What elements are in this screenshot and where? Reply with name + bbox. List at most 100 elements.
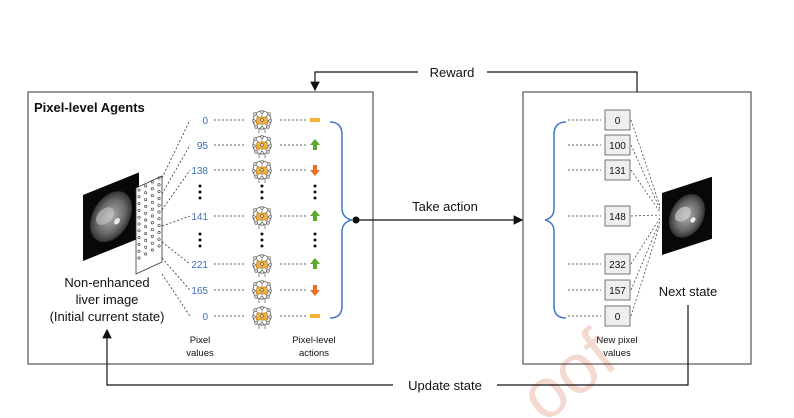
value-image-link [630, 220, 661, 291]
actions-caption-1: Pixel-level [292, 335, 335, 346]
agent-row: 138 [191, 160, 320, 183]
grid-dot [137, 242, 141, 246]
ellipsis-dot [198, 244, 202, 248]
grid-dot [137, 202, 141, 206]
reward-arrow [487, 71, 638, 92]
grid-dot [137, 229, 141, 233]
ellipsis-dot [260, 196, 264, 200]
agent-row: 95 [197, 135, 320, 158]
ellipsis-dot [198, 190, 202, 194]
grid-dot [150, 234, 154, 238]
keep-action-icon [310, 314, 320, 318]
grid-dot [157, 244, 161, 248]
grid-dot [144, 218, 148, 222]
ellipsis-dot [313, 196, 317, 200]
grid-dot [157, 190, 161, 194]
agent-row: 141 [191, 206, 320, 229]
ellipsis-dot [260, 190, 264, 194]
ellipsis-dot [198, 238, 202, 242]
value-image-link [630, 169, 661, 213]
grid-dot [144, 245, 148, 249]
actions-caption-2: actions [299, 348, 329, 359]
grid-dot [157, 224, 161, 228]
new-values-caption-1: New pixel [596, 335, 637, 346]
value-image-link [630, 214, 661, 217]
new-value-row: 232 [568, 217, 661, 275]
liver-image [83, 172, 139, 261]
grid-dot [157, 217, 161, 221]
new-value-box [604, 305, 631, 327]
grid-dot [150, 248, 154, 252]
new-value-box [604, 279, 631, 301]
grid-dot [137, 249, 141, 253]
down-arrow-icon [310, 165, 320, 176]
left-panel-title: Pixel-level Agents [34, 100, 145, 115]
grid-dot [150, 228, 154, 232]
grid-dot [144, 184, 148, 188]
pixel-value: 221 [191, 260, 208, 271]
pixel-grid-frame [135, 175, 163, 275]
up-arrow-icon [310, 139, 320, 150]
grid-dot [137, 188, 141, 192]
ellipsis-dot [198, 184, 202, 188]
ellipsis-dot [260, 244, 264, 248]
update-state-arrow [102, 328, 393, 386]
agent-row: 0 [202, 110, 320, 133]
watermark: oof [505, 314, 630, 418]
agent-row: 165 [191, 280, 320, 303]
neural-network-icon [252, 110, 272, 133]
ellipsis-dot [260, 238, 264, 242]
agent-row: 0 [202, 306, 320, 329]
value-image-link [630, 144, 661, 210]
agent-row: 221 [191, 254, 320, 277]
new-pixel-value: 0 [615, 312, 621, 323]
neural-network-icon [252, 135, 272, 158]
ellipsis-dot [313, 244, 317, 248]
grid-dot [150, 180, 154, 184]
new-value-box [604, 109, 631, 131]
down-arrow-icon [310, 285, 320, 296]
grid-dot [137, 256, 141, 260]
grid-dot [150, 241, 154, 245]
right-brace [544, 121, 567, 319]
grid-dot [144, 252, 148, 256]
reward-label: Reward [430, 65, 475, 80]
right-panel [522, 91, 752, 365]
new-value-row: 157 [568, 220, 661, 301]
neural-network-icon [252, 306, 272, 329]
image-caption-line1: Non-enhanced [64, 275, 149, 290]
grid-dot [137, 222, 141, 226]
ellipsis-dot [313, 232, 317, 236]
projection-line [161, 273, 191, 317]
neural-network-icon [252, 206, 272, 229]
value-image-link [630, 223, 661, 317]
projection-line [161, 119, 191, 179]
reward-arrow-head-line [310, 71, 418, 92]
grid-dot [144, 191, 148, 195]
new-pixel-value: 148 [609, 212, 626, 223]
next-state-image [662, 176, 712, 255]
grid-dot [157, 196, 161, 200]
grid-dot [157, 230, 161, 234]
new-value-row: 100 [568, 134, 661, 210]
ellipsis-dot [313, 238, 317, 242]
ellipsis-dot [313, 184, 317, 188]
new-value-box [604, 205, 631, 227]
take-action-label: Take action [412, 199, 478, 214]
grid-dot [144, 238, 148, 242]
new-pixel-value: 131 [609, 166, 626, 177]
new-value-row: 0 [568, 109, 661, 207]
pixel-values-caption-2: values [186, 348, 214, 359]
projection-line [161, 215, 191, 227]
grid-dot [157, 237, 161, 241]
neural-network-icon [252, 254, 272, 277]
grid-dot [150, 194, 154, 198]
pixel-value: 0 [202, 116, 208, 127]
grid-dot [137, 236, 141, 240]
new-values-caption-2: values [603, 348, 631, 359]
ellipsis-dot [198, 196, 202, 200]
new-pixel-value: 232 [609, 260, 626, 271]
grid-dot [157, 183, 161, 187]
pixel-value: 0 [202, 312, 208, 323]
